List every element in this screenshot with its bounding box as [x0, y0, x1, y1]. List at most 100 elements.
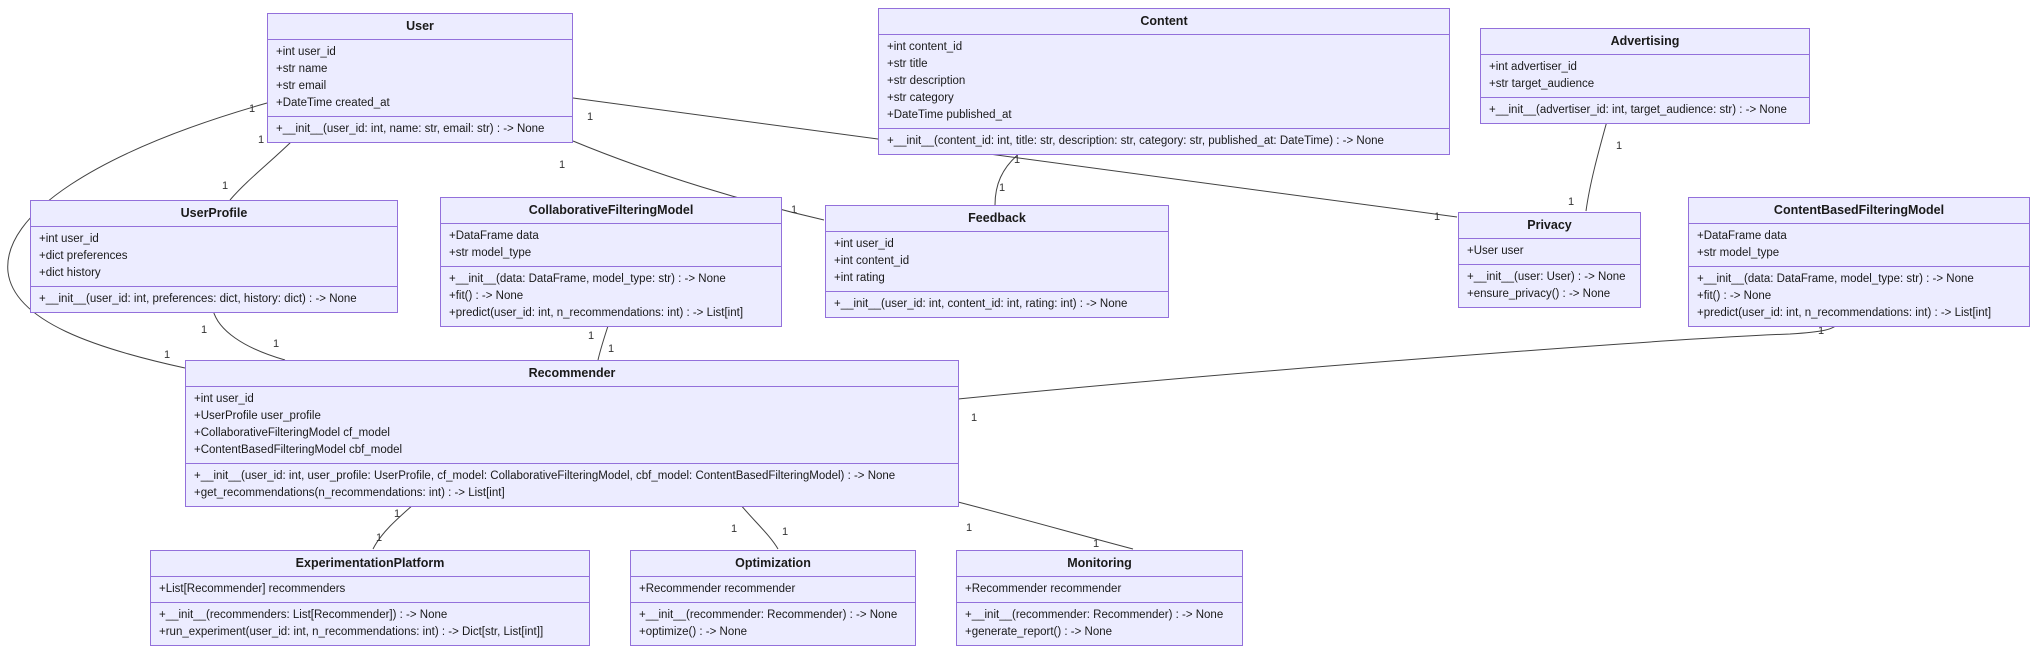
class-attributes: +int user_id +UserProfile user_profile +… — [186, 387, 958, 464]
class-title: Privacy — [1459, 213, 1640, 239]
attribute: +dict history — [39, 267, 101, 279]
class-attributes: +int user_id +dict preferences +dict his… — [31, 227, 397, 287]
class-attributes: +Recommender recommender — [631, 577, 915, 603]
class-attributes: +int user_id +str name +str email +DateT… — [268, 40, 572, 117]
class-optimization: Optimization +Recommender recommender +_… — [630, 550, 916, 646]
multiplicity-label: 1 — [201, 324, 207, 336]
attribute: +Recommender recommender — [965, 583, 1122, 595]
class-title: ExperimentationPlatform — [151, 551, 589, 577]
attribute: +int content_id — [834, 255, 910, 267]
edge-recommender-monitoring — [957, 501, 1134, 550]
multiplicity-label: 1 — [1434, 211, 1440, 223]
class-methods: +__init__(data: DataFrame, model_type: s… — [1689, 267, 2029, 326]
class-attributes: +Recommender recommender — [957, 577, 1242, 603]
multiplicity-label: 1 — [966, 522, 972, 534]
class-contentbasedfilteringmodel: ContentBasedFilteringModel +DataFrame da… — [1688, 197, 2030, 327]
attribute: +str target_audience — [1489, 78, 1595, 90]
class-methods: +__init__(recommender: Recommender) : ->… — [957, 603, 1242, 645]
class-title: CollaborativeFilteringModel — [441, 198, 781, 224]
class-attributes: +DataFrame data +str model_type — [1689, 224, 2029, 267]
method: +__init__(user_id: int, content_id: int,… — [834, 298, 1128, 310]
class-title: Advertising — [1481, 29, 1809, 55]
class-methods: +__init__(user_id: int, user_profile: Us… — [186, 464, 958, 506]
attribute: +DateTime published_at — [887, 109, 1012, 121]
attribute: +CollaborativeFilteringModel cf_model — [194, 427, 390, 439]
multiplicity-label: 1 — [1568, 196, 1574, 208]
class-methods: +__init__(user_id: int, content_id: int,… — [826, 292, 1168, 317]
method: +__init__(user: User) : -> None — [1467, 271, 1626, 283]
edge-recommender-experimentationplatform — [372, 503, 415, 550]
class-feedback: Feedback +int user_id +int content_id +i… — [825, 205, 1169, 318]
class-methods: +__init__(data: DataFrame, model_type: s… — [441, 267, 781, 326]
method: +__init__(data: DataFrame, model_type: s… — [449, 273, 726, 285]
multiplicity-label: 1 — [258, 134, 264, 146]
attribute: +int user_id — [276, 46, 336, 58]
edge-user-userprofile — [229, 139, 294, 201]
multiplicity-label: 1 — [1818, 325, 1824, 337]
attribute: +int user_id — [39, 233, 99, 245]
class-user: User +int user_id +str name +str email +… — [267, 13, 573, 143]
attribute: +int content_id — [887, 41, 963, 53]
multiplicity-label: 1 — [376, 532, 382, 544]
attribute: +DataFrame data — [449, 230, 539, 242]
class-privacy: Privacy +User user +__init__(user: User)… — [1458, 212, 1641, 308]
class-title: ContentBasedFilteringModel — [1689, 198, 2029, 224]
attribute: +str title — [887, 58, 928, 70]
multiplicity-label: 1 — [249, 103, 255, 115]
method: +predict(user_id: int, n_recommendations… — [449, 307, 744, 319]
multiplicity-label: 1 — [1616, 140, 1622, 152]
method: +predict(user_id: int, n_recommendations… — [1697, 307, 1992, 319]
class-attributes: +int advertiser_id +str target_audience — [1481, 55, 1809, 98]
attribute: +dict preferences — [39, 250, 128, 262]
class-collaborativefilteringmodel: CollaborativeFilteringModel +DataFrame d… — [440, 197, 782, 327]
class-attributes: +int content_id +str title +str descript… — [879, 35, 1449, 129]
edge-user-feedback — [572, 140, 825, 221]
multiplicity-label: 1 — [394, 508, 400, 520]
attribute: +int user_id — [834, 238, 894, 250]
method: +__init__(data: DataFrame, model_type: s… — [1697, 273, 1974, 285]
attribute: +int advertiser_id — [1489, 61, 1577, 73]
edge-advertising-privacy — [1585, 120, 1608, 212]
edge-content-feedback — [994, 151, 1022, 206]
class-attributes: +int user_id +int content_id +int rating — [826, 232, 1168, 292]
class-recommender: Recommender +int user_id +UserProfile us… — [185, 360, 959, 507]
multiplicity-label: 1 — [1093, 538, 1099, 550]
method: +fit() : -> None — [449, 290, 524, 302]
method: +__init__(recommender: Recommender) : ->… — [965, 609, 1224, 621]
class-attributes: +DataFrame data +str model_type — [441, 224, 781, 267]
method: +__init__(recommenders: List[Recommender… — [159, 609, 448, 621]
multiplicity-label: 1 — [1014, 154, 1020, 166]
class-methods: +__init__(user: User) : -> None +ensure_… — [1459, 265, 1640, 307]
edge-user-recommender — [7, 102, 268, 369]
method: +optimize() : -> None — [639, 626, 748, 638]
attribute: +Recommender recommender — [639, 583, 796, 595]
class-title: User — [268, 14, 572, 40]
multiplicity-label: 1 — [971, 412, 977, 424]
method: +__init__(content_id: int, title: str, d… — [887, 135, 1384, 147]
class-methods: +__init__(user_id: int, preferences: dic… — [31, 287, 397, 312]
attribute: +DataFrame data — [1697, 230, 1787, 242]
class-title: Content — [879, 9, 1449, 35]
multiplicity-label: 1 — [782, 526, 788, 538]
multiplicity-label: 1 — [588, 330, 594, 342]
class-monitoring: Monitoring +Recommender recommender +__i… — [956, 550, 1243, 646]
multiplicity-label: 1 — [559, 159, 565, 171]
method: +ensure_privacy() : -> None — [1467, 288, 1611, 300]
attribute: +str description — [887, 75, 966, 87]
edge-recommender-optimization — [739, 503, 779, 550]
method: +__init__(advertiser_id: int, target_aud… — [1489, 104, 1787, 116]
class-title: Monitoring — [957, 551, 1242, 577]
attribute: +str category — [887, 92, 954, 104]
attribute: +str model_type — [449, 247, 532, 259]
class-title: UserProfile — [31, 201, 397, 227]
class-methods: +__init__(user_id: int, name: str, email… — [268, 117, 572, 142]
method: +__init__(user_id: int, user_profile: Us… — [194, 470, 896, 482]
attribute: +ContentBasedFilteringModel cbf_model — [194, 444, 403, 456]
attribute: +User user — [1467, 245, 1524, 257]
class-content: Content +int content_id +str title +str … — [878, 8, 1450, 155]
attribute: +str email — [276, 80, 327, 92]
attribute: +List[Recommender] recommenders — [159, 583, 346, 595]
class-methods: +__init__(advertiser_id: int, target_aud… — [1481, 98, 1809, 123]
